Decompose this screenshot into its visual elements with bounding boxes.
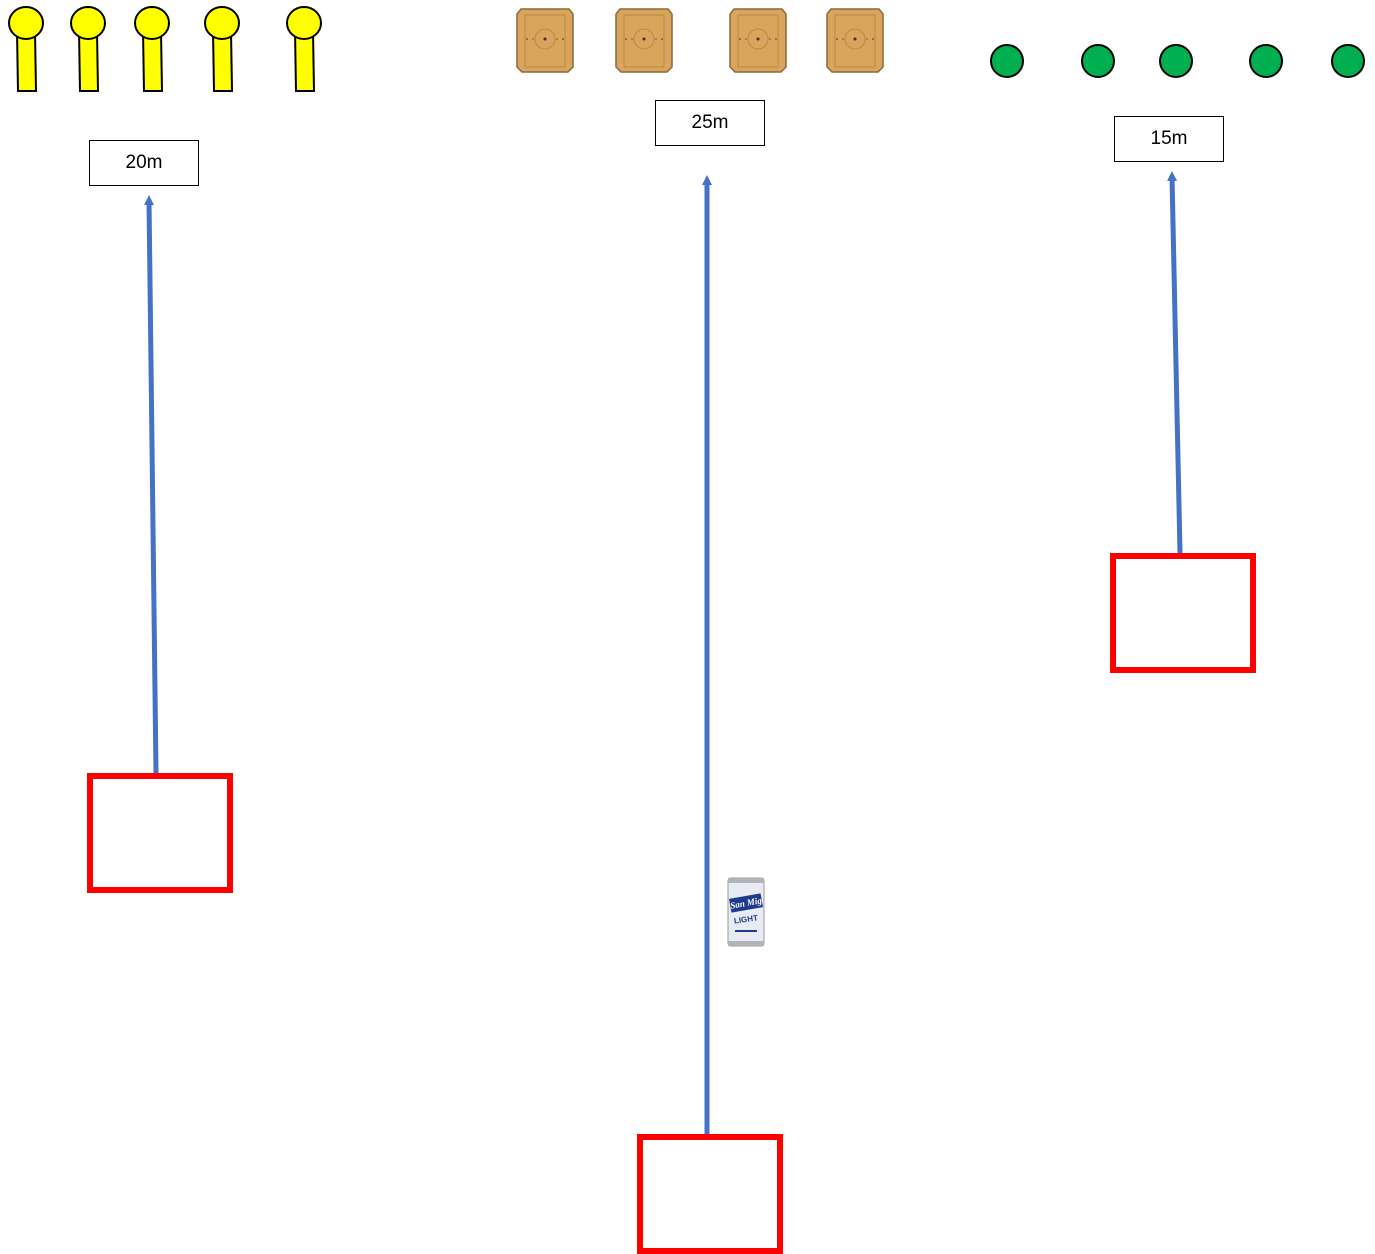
distance-label-center: 25m [655,100,765,146]
yellow-popper-icon [134,6,170,92]
distance-label-right: 15m [1114,116,1224,162]
green-plate-icon [1081,44,1115,78]
green-plate-icon [1159,44,1193,78]
shooting-box-right [1110,553,1256,673]
shooting-box-left [87,773,233,893]
cardboard-targets [516,8,884,73]
can-variant-text: LIGHT [733,913,758,925]
yellow-popper-icon [8,6,44,92]
green-plate-icon [990,44,1024,78]
distance-label-left: 20m [89,140,199,186]
yellow-popper-targets [8,6,322,92]
shooting-box-center [637,1134,783,1254]
cardboard-target-icon [516,8,574,73]
green-plate-icon [1249,44,1283,78]
green-plate-icon [1331,44,1365,78]
cardboard-target-icon [729,8,787,73]
beer-can-icon: San Mig LIGHT [727,877,765,947]
arrow-lane-left [144,195,159,774]
yellow-popper-icon [70,6,106,92]
cardboard-target-icon [826,8,884,73]
cardboard-target-icon [615,8,673,73]
arrow-lane-right [1167,171,1183,554]
yellow-popper-icon [204,6,240,92]
yellow-popper-icon [286,6,322,92]
green-plate-targets [990,44,1365,78]
